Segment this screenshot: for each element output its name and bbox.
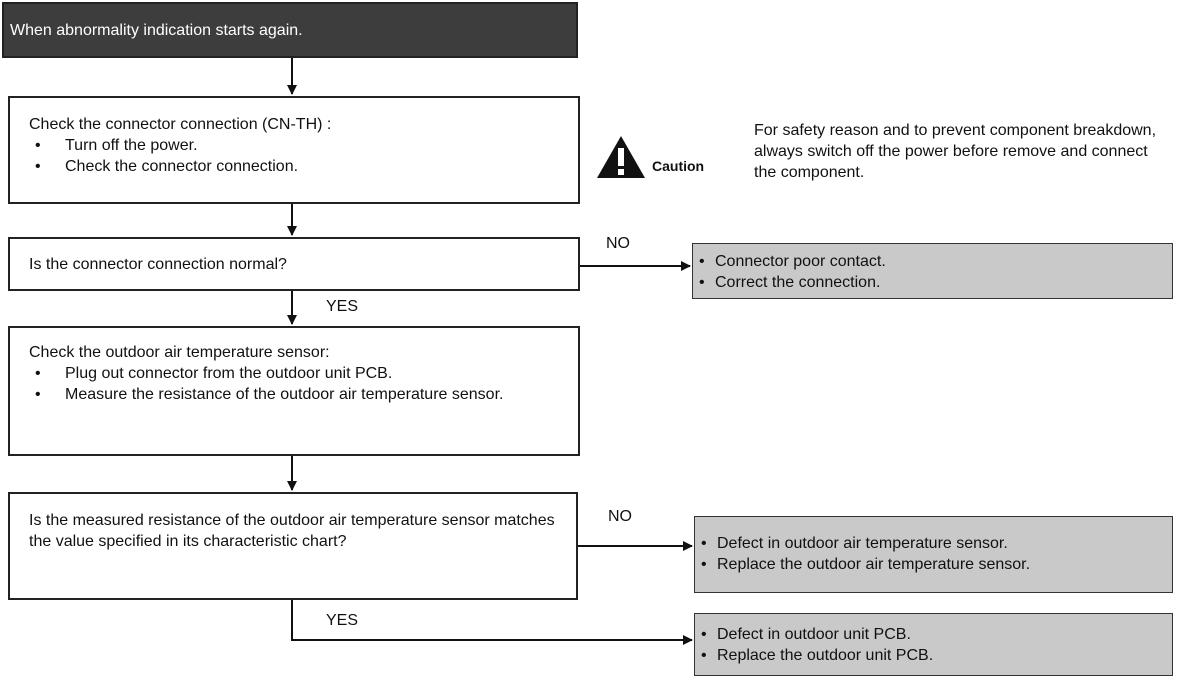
step1-box: Check the connector connection (CN-TH) :… [8, 96, 580, 204]
step2-box: Check the outdoor air temperature sensor… [8, 326, 580, 456]
step2-bullet: Measure the resistance of the outdoor ai… [29, 384, 568, 405]
start-box: When abnormality indication starts again… [2, 2, 578, 58]
result2-box: Defect in outdoor air temperature sensor… [694, 516, 1173, 593]
decision1-no-label: NO [606, 235, 630, 252]
result2-bullet: Replace the outdoor air temperature sens… [695, 554, 1172, 575]
warning-triangle-icon [597, 136, 645, 178]
decision1-yes-label: YES [326, 298, 359, 315]
step1-bullet: Turn off the power. [29, 135, 568, 156]
decision2-no-label: NO [608, 508, 632, 525]
caution-text: For safety reason and to prevent compone… [754, 122, 1157, 181]
caution-label: Caution [652, 158, 705, 174]
caution-block: Caution [596, 128, 746, 188]
result1-list: Connector poor contact. Correct the conn… [693, 251, 1172, 293]
step1-list: Turn off the power. Check the connector … [29, 135, 568, 177]
result3-list: Defect in outdoor unit PCB. Replace the … [695, 624, 1172, 666]
step2-bullet: Plug out connector from the outdoor unit… [29, 363, 568, 384]
decision2-text: Is the measured resistance of the outdoo… [29, 512, 555, 550]
result1-box: Connector poor contact. Correct the conn… [692, 243, 1173, 299]
result1-bullet: Connector poor contact. [693, 251, 1172, 272]
result2-bullet: Defect in outdoor air temperature sensor… [695, 533, 1172, 554]
decision2-box: Is the measured resistance of the outdoo… [8, 492, 578, 600]
result1-bullet: Correct the connection. [693, 272, 1172, 293]
step1-title: Check the connector connection (CN-TH) : [29, 116, 332, 133]
result2-list: Defect in outdoor air temperature sensor… [695, 533, 1172, 575]
result3-bullet: Defect in outdoor unit PCB. [695, 624, 1172, 645]
result3-box: Defect in outdoor unit PCB. Replace the … [694, 613, 1173, 676]
step2-title: Check the outdoor air temperature sensor… [29, 344, 330, 361]
decision2-yes-label: YES [326, 612, 359, 629]
decision1-text: Is the connector connection normal? [29, 256, 287, 273]
result3-bullet: Replace the outdoor unit PCB. [695, 645, 1172, 666]
start-text: When abnormality indication starts again… [10, 22, 303, 39]
decision1-box: Is the connector connection normal? [8, 237, 580, 291]
step2-list: Plug out connector from the outdoor unit… [29, 363, 568, 405]
arrow-decision2-yes [291, 600, 693, 645]
step1-bullet: Check the connector connection. [29, 156, 568, 177]
